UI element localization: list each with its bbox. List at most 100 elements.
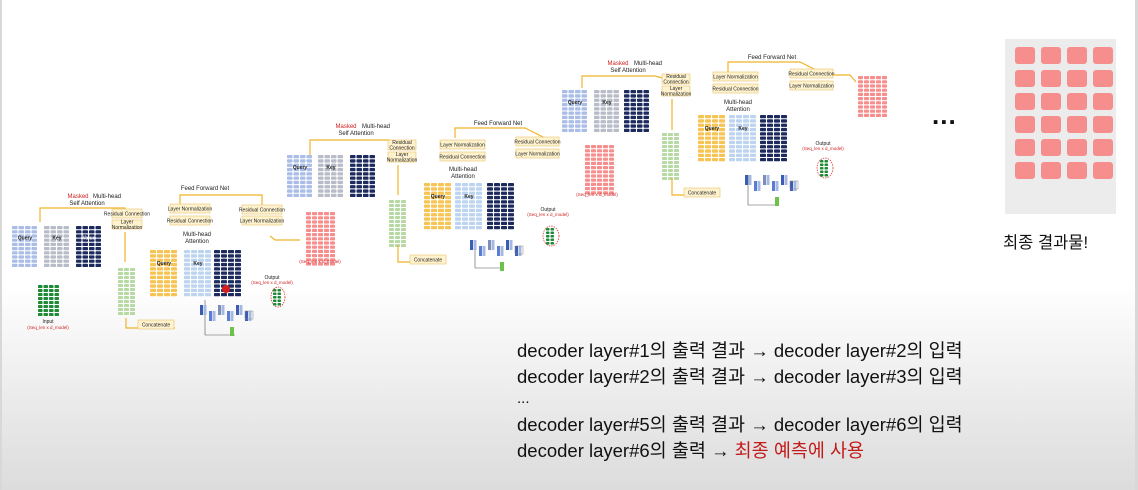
matrix-cell (445, 200, 451, 204)
matrix-cell (157, 250, 163, 254)
matrix-cell (603, 145, 608, 149)
matrix-cell (312, 245, 317, 249)
matrix-cell (591, 153, 596, 157)
matrix-cell (594, 94, 600, 98)
seq-bar (515, 246, 518, 256)
block5-key: Key (594, 90, 619, 132)
matrix-cell (643, 128, 649, 132)
result-cell (1067, 162, 1087, 179)
output-circle-2 (270, 286, 286, 308)
matrix-cell (774, 119, 780, 123)
seq-bar (227, 311, 230, 321)
grey-b6 (747, 175, 775, 206)
matrix-cell (214, 288, 220, 292)
output-dims-6: (Seq_len x d_model) (802, 146, 844, 151)
matrix-cell (455, 191, 461, 195)
matrix-cell (312, 241, 317, 245)
matrix-cell (630, 115, 636, 120)
block6-query: Query (698, 115, 725, 162)
matrix-cell (89, 259, 95, 263)
matrix-cell (719, 127, 725, 132)
matrix-cell (277, 303, 281, 306)
seq-bar (491, 240, 495, 250)
matrix-cell (662, 157, 667, 160)
matrix-cell (50, 259, 56, 263)
matrix-cell (38, 289, 43, 292)
matrix-cell (864, 80, 869, 84)
matrix-cell (767, 132, 773, 136)
matrix-cell (882, 84, 887, 88)
matrix-cell (781, 149, 787, 153)
matrix-cell (205, 284, 211, 288)
matrix-cell (767, 119, 773, 123)
matrix-cell (760, 115, 766, 119)
matrix-cell (597, 182, 602, 186)
matrix-cell (562, 94, 568, 98)
matrix-cell (63, 251, 69, 255)
matrix-cell (12, 259, 18, 263)
matrix-cell (568, 120, 574, 124)
block2-key-label: Key (193, 261, 202, 267)
matrix-cell (44, 259, 50, 263)
matrix-cell (668, 173, 673, 176)
matrix-cell (662, 177, 667, 180)
block4-seq (470, 240, 524, 271)
matrix-cell (736, 136, 742, 140)
matrix-cell (719, 132, 725, 136)
matrix-cell (760, 158, 766, 162)
matrix-cell (395, 220, 400, 223)
matrix-cell (487, 204, 493, 208)
matrix-cell (324, 176, 330, 180)
matrix-cell (668, 137, 673, 140)
result-cell (1015, 93, 1035, 110)
matrix-cell (431, 195, 437, 200)
matrix-cell (300, 189, 306, 193)
matrix-cell (591, 170, 596, 174)
matrix-cell (630, 128, 636, 132)
block6-res-box-b-text: Residual Connection (788, 71, 834, 77)
matrix-cell (205, 271, 211, 275)
matrix-cell (293, 163, 299, 167)
matrix-cell (130, 268, 135, 271)
matrix-cell (50, 263, 56, 267)
matrix-cell (668, 153, 673, 156)
matrix-cell (76, 234, 82, 238)
matrix-cell (674, 161, 679, 164)
matrix-cell (157, 293, 163, 297)
matrix-cell (581, 124, 587, 128)
matrix-cell (306, 258, 311, 262)
matrix-cell (330, 224, 335, 228)
matrix-cell (306, 155, 312, 159)
block2-query-label: Query (157, 261, 172, 267)
result-cell (1093, 47, 1113, 64)
mhsa-label-5b: Self Attention (610, 68, 645, 74)
matrix-cell (89, 247, 95, 251)
matrix-cell (729, 119, 735, 123)
matrix-cell (876, 80, 881, 84)
matrix-cell (324, 172, 330, 176)
matrix-cell (668, 149, 673, 152)
matrix-cell (581, 111, 587, 115)
matrix-cell (469, 217, 475, 221)
matrix-cell (191, 271, 197, 275)
seq-bar (766, 175, 770, 185)
result-cell (1015, 116, 1035, 133)
matrix-cell (124, 288, 129, 291)
matrix-cell (781, 115, 787, 119)
matrix-cell (820, 160, 824, 163)
matrix-cell (363, 180, 369, 185)
matrix-cell (743, 136, 749, 140)
matrix-cell (820, 167, 824, 170)
seq-bar (757, 181, 761, 191)
block5-key-label: Key (602, 100, 611, 106)
block2-res-box-a (169, 215, 211, 226)
matrix-cell (184, 267, 190, 271)
matrix-cell (130, 276, 135, 279)
matrix-cell (164, 258, 170, 262)
matrix-cell (331, 180, 337, 185)
matrix-cell (363, 176, 369, 180)
matrix-cell (38, 305, 43, 308)
matrix-cell (546, 238, 550, 241)
block6-res-box-a-text: Residual Connection (712, 86, 758, 92)
matrix-cell (38, 297, 43, 300)
